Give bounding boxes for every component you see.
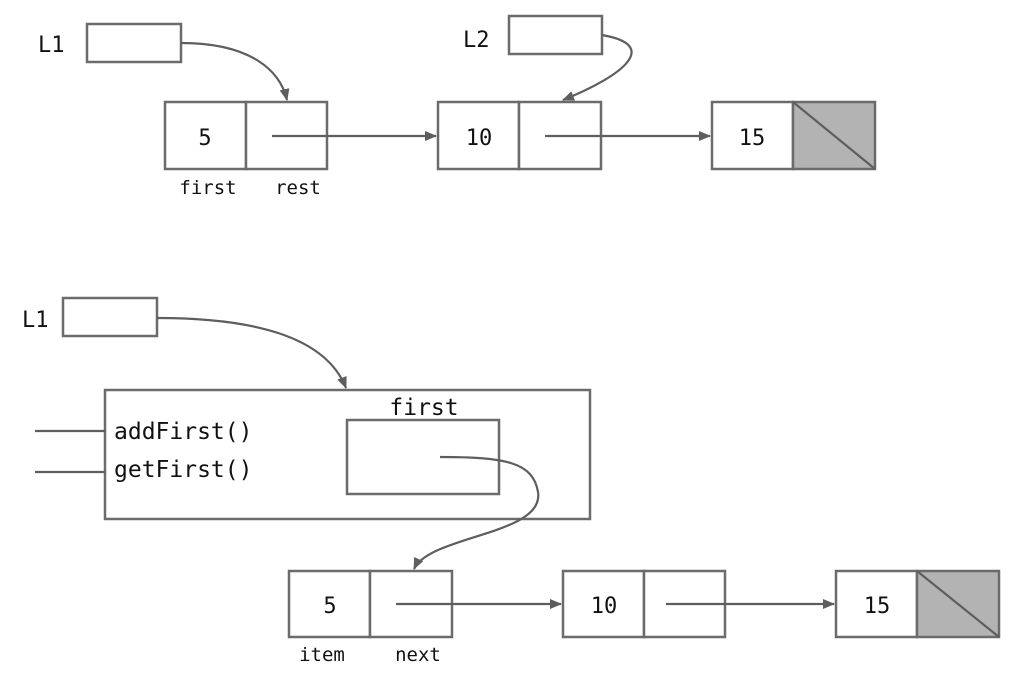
null-slash [792,101,876,170]
intnode-3: 15 [834,569,1001,639]
pointer-l1-to-sllist [156,316,348,389]
diagram-sllist: L1 first addFirst() getFirst() 5 item ne… [22,296,1001,666]
node-1-value: 5 [198,126,211,151]
pointer-l1-to-node1 [180,41,290,101]
method-addfirst: addFirst() [114,419,252,445]
pointer-l2-to-node2 [562,33,633,102]
intnode-3-item-cell [834,569,919,639]
node-3: 15 [710,100,877,171]
var-box-l1-2 [61,296,159,338]
intnode-1-item-cell [287,569,372,639]
container-field-label: first [389,395,458,421]
intnode-2-value: 10 [591,594,618,619]
var-box-l1 [85,22,183,64]
intnode-2: 10 [561,569,727,639]
method-getfirst: getFirst() [114,457,252,483]
node-3-value: 15 [739,126,766,151]
node-1: 5 [163,100,329,171]
var-label-l2: L2 [463,28,490,53]
intnode-2-item-cell [561,569,646,639]
var-label-l1-2: L1 [22,308,49,333]
field-label-rest: rest [275,177,321,199]
pointer-first-to-intnode1 [413,455,540,570]
node-3-first-cell [710,100,795,171]
field-label-next: next [395,644,441,666]
diagram-intlist: L1 L2 5 first rest 10 15 [38,14,877,199]
node-1-first-cell [163,100,248,171]
field-label-first: first [179,177,236,199]
node-2: 10 [436,100,603,171]
node-2-value: 10 [466,126,493,151]
intnode-3-value: 15 [864,594,891,619]
null-slash-2 [916,570,1000,638]
field-label-item: item [299,644,345,666]
var-box-l2 [507,14,604,56]
intnode-1-value: 5 [323,594,336,619]
var-label-l1: L1 [38,33,65,58]
